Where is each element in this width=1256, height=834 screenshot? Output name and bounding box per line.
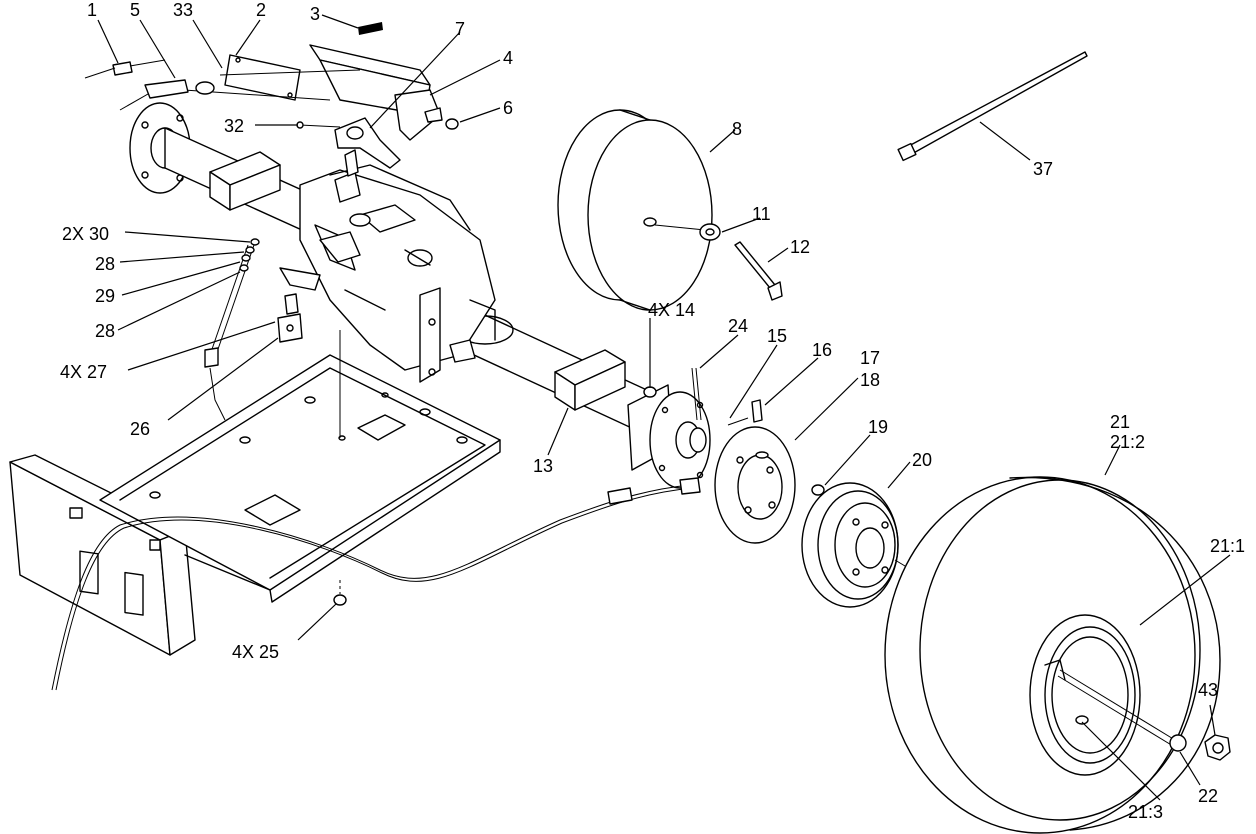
control-linkage: [84, 22, 459, 421]
cable-tie: [897, 51, 1088, 162]
deck-fasteners: [333, 330, 347, 606]
callout-28-upper: 28: [95, 254, 115, 274]
brake-drum-pulley: [557, 109, 783, 311]
callout-12: 12: [790, 237, 810, 257]
callout-4: 4: [503, 48, 513, 68]
callout-21-2: 21:2: [1110, 432, 1145, 452]
callout-labels: 1 5 33 2 3 7 4 6 32 8 11 12 37 2X 30 28 …: [60, 0, 1245, 822]
callout-33: 33: [173, 0, 193, 20]
callout-4x27: 4X 27: [60, 362, 107, 382]
callout-17: 17: [860, 348, 880, 368]
callout-6: 6: [503, 98, 513, 118]
callout-21: 21: [1110, 412, 1130, 432]
callout-8: 8: [732, 119, 742, 139]
callout-3: 3: [310, 4, 320, 24]
callout-18: 18: [860, 370, 880, 390]
callout-1: 1: [87, 0, 97, 20]
callout-16: 16: [812, 340, 832, 360]
callout-20: 20: [912, 450, 932, 470]
wheel-hub-brake: [643, 367, 921, 608]
callout-21-3: 21:3: [1128, 802, 1163, 822]
brake-cable: [51, 477, 701, 691]
callout-15: 15: [767, 326, 787, 346]
leader-lines: [97, 14, 1231, 801]
callout-2x30: 2X 30: [62, 224, 109, 244]
callout-13: 13: [533, 456, 553, 476]
callout-19: 19: [868, 417, 888, 437]
wheel-tire: [884, 476, 1231, 834]
callout-5: 5: [130, 0, 140, 20]
callout-24: 24: [728, 316, 748, 336]
base-frame: [9, 354, 501, 656]
callout-37: 37: [1033, 159, 1053, 179]
callout-4x14: 4X 14: [648, 300, 695, 320]
callout-32: 32: [224, 116, 244, 136]
callout-26: 26: [130, 419, 150, 439]
callout-22: 22: [1198, 786, 1218, 806]
callout-43: 43: [1198, 680, 1218, 700]
callout-21-1: 21:1: [1210, 536, 1245, 556]
callout-7: 7: [455, 19, 465, 39]
callout-4x25: 4X 25: [232, 642, 279, 662]
rear-axle: [129, 102, 711, 489]
callout-28-lower: 28: [95, 321, 115, 341]
callout-11: 11: [752, 204, 771, 224]
callout-2: 2: [256, 0, 266, 20]
callout-29: 29: [95, 286, 115, 306]
transaxle-housing: [299, 149, 496, 383]
